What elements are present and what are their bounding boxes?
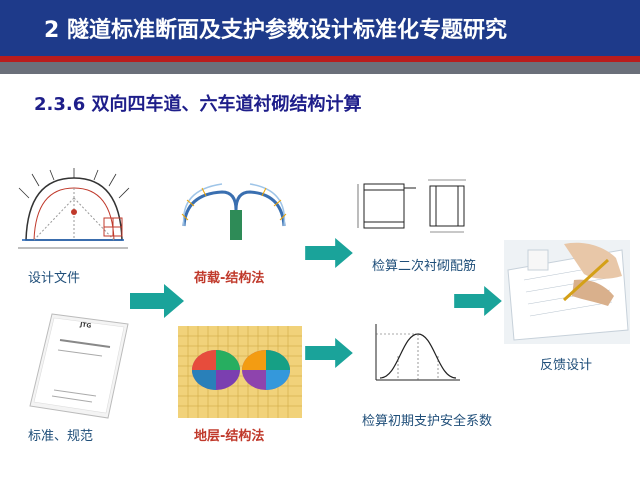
lining-reinforcement-drawing <box>357 179 466 233</box>
header-grey-stripe <box>0 62 640 74</box>
arrow-right-icon <box>305 338 353 368</box>
label-load-method: 荷载-结构法 <box>194 271 265 286</box>
booklet-badge: JTG <box>79 321 92 330</box>
label-standards: 标准、规范 <box>28 429 94 444</box>
arrow-right-icon <box>130 284 184 318</box>
label-design-docs: 设计文件 <box>28 271 81 286</box>
stratum-structure-mesh <box>178 326 302 418</box>
safety-factor-curve <box>375 324 460 381</box>
load-structure-figure <box>181 183 287 240</box>
label-check-initial: 检算初期支护安全系数 <box>362 414 493 429</box>
page-title: 2 隧道标准断面及支护参数设计标准化专题研究 <box>44 18 507 43</box>
arrow-right-icon <box>454 286 502 316</box>
header-red-stripe <box>0 56 640 62</box>
header-bar <box>0 0 640 56</box>
label-check-secondary: 检算二次衬砌配筋 <box>372 259 477 274</box>
section-title: 2.3.6 双向四车道、六车道衬砌结构计算 <box>34 94 362 115</box>
label-feedback: 反馈设计 <box>540 358 593 373</box>
arrow-right-icon <box>305 238 353 268</box>
feedback-design-photo <box>504 240 630 344</box>
standards-booklet-image <box>29 313 129 419</box>
tunnel-design-drawing <box>14 168 132 256</box>
label-stratum-method: 地层-结构法 <box>194 429 265 444</box>
